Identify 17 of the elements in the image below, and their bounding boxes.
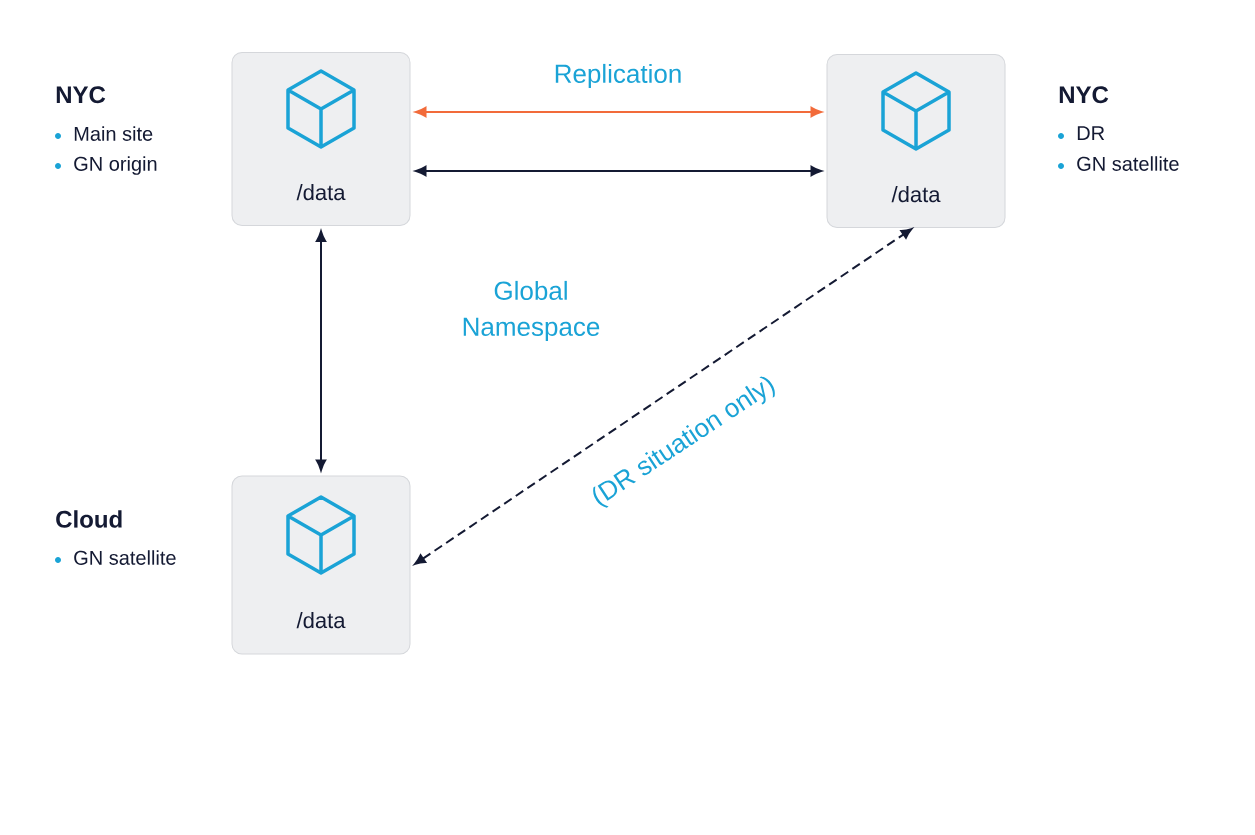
server-box: /data (826, 54, 1006, 228)
arrow (415, 165, 822, 177)
site-heading: NYC (56, 86, 106, 104)
server-box: /data (231, 52, 411, 226)
site-heading: NYC (1059, 86, 1109, 104)
bullet-item: DR (1077, 126, 1105, 140)
server-box: /data (231, 475, 411, 655)
site-heading: Cloud (56, 510, 122, 528)
bullet-item: Main site (74, 126, 153, 141)
edge-label: Replication (551, 61, 685, 91)
diagram-label: Global Namespace (463, 280, 600, 342)
bullet-item: GN satellite (1077, 156, 1179, 171)
arrow (415, 106, 822, 118)
bullet-item: GN satellite (74, 550, 176, 565)
arrow (414, 228, 913, 565)
bullet-item: GN origin (74, 156, 157, 175)
arrow (315, 230, 327, 471)
